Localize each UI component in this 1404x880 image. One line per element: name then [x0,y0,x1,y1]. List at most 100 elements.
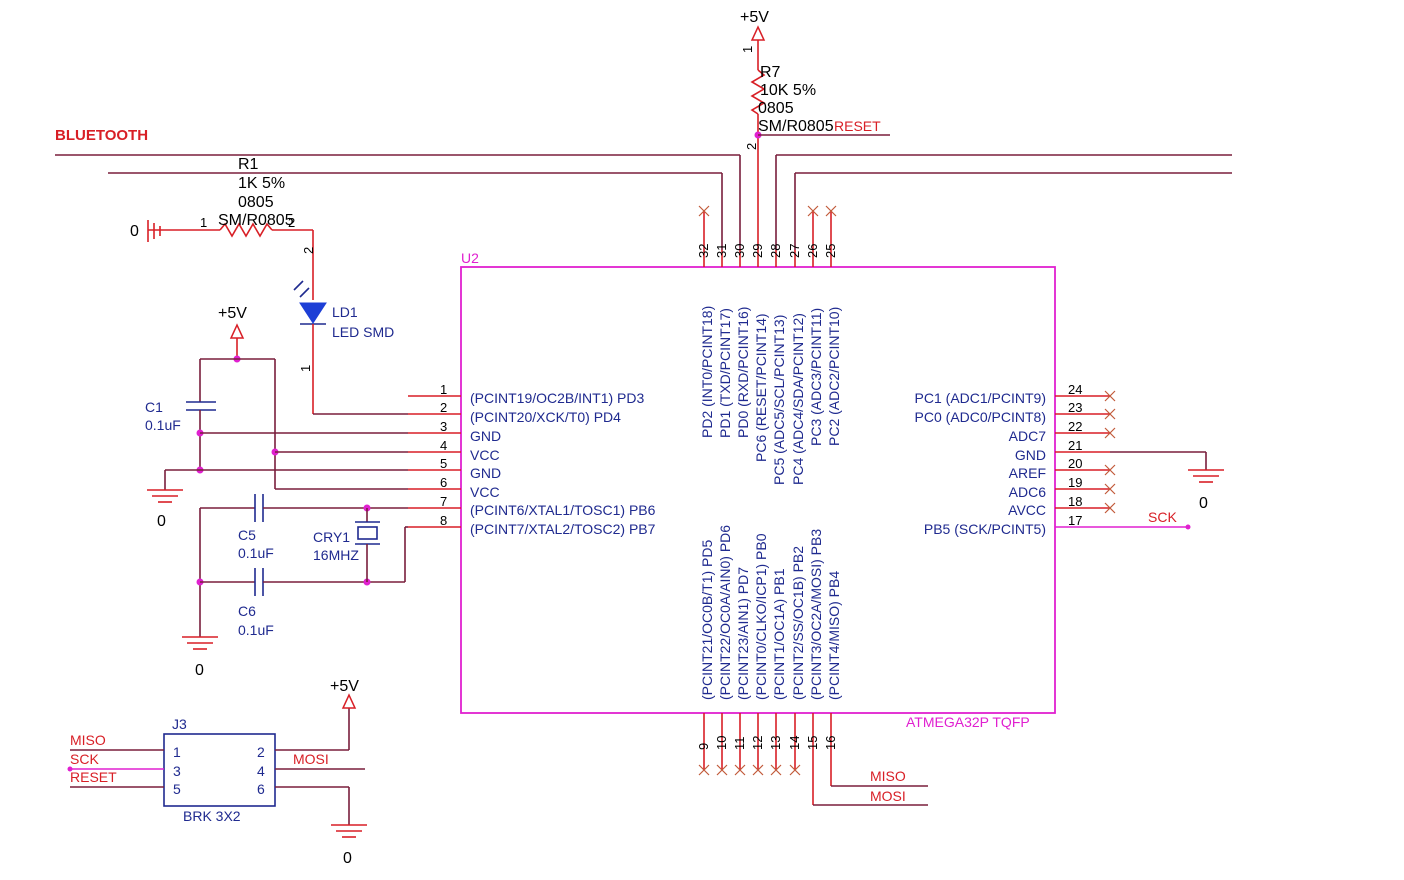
svg-text:3: 3 [173,763,181,779]
svg-text:GND: GND [1015,447,1046,463]
bottom-pin-12: 12(PCINT0/CLKO/ICP1) PB0 [750,533,769,770]
led-pin1: 1 [298,365,313,372]
bottom-pin-15: 15(PCINT3/OC2A/MOSI) PB3 [805,529,824,805]
svg-text:ADC7: ADC7 [1009,428,1047,444]
svg-text:23: 23 [1068,400,1082,415]
svg-text:17: 17 [1068,513,1082,528]
svg-text:PC5 (ADC5/SCL/PCINT13): PC5 (ADC5/SCL/PCINT13) [771,315,787,485]
svg-text:(PCINT19/OC2B/INT1) PD3: (PCINT19/OC2B/INT1) PD3 [470,390,644,406]
mcu-left-pins: 1(PCINT19/OC2B/INT1) PD3 2(PCINT20/XCK/T… [408,382,656,537]
c6-value: 0.1uF [238,622,274,638]
vcc-arrow-j3 [341,693,357,709]
j3-header: J3 BRK 3X2 1 3 5 2 4 6 MISO SCK RESET MO… [67,678,367,867]
mosi-net-label-bottom: MOSI [870,788,906,804]
r7-pin1: 1 [740,46,755,53]
svg-text:32: 32 [696,244,711,258]
r1-pin1: 1 [200,215,207,230]
svg-text:(PCINT23/AIN1) PD7: (PCINT23/AIN1) PD7 [735,567,751,700]
svg-text:4: 4 [440,438,447,453]
svg-text:2: 2 [257,744,265,760]
r7-value: 10K 5% [760,82,816,99]
c1-value: 0.1uF [145,417,181,433]
reset-net-label-top: RESET [834,118,881,134]
mosi-net-label-j3: MOSI [293,751,329,767]
svg-text:VCC: VCC [470,447,500,463]
svg-text:14: 14 [787,736,802,750]
miso-net-label-bottom: MISO [870,768,906,784]
svg-text:25: 25 [823,244,838,258]
svg-text:27: 27 [787,244,802,258]
svg-text:5: 5 [173,781,181,797]
gnd-label-c6: 0 [195,662,204,679]
svg-text:10: 10 [714,736,729,750]
c1-ref: C1 [145,399,163,415]
svg-text:31: 31 [714,244,729,258]
svg-text:(PCINT1/OC1A) PB1: (PCINT1/OC1A) PB1 [771,568,787,700]
svg-text:7: 7 [440,494,447,509]
svg-text:AREF: AREF [1009,465,1046,481]
led-value: LED SMD [332,324,394,340]
svg-text:29: 29 [750,244,765,258]
svg-text:PD2 (INT0/PCINT18): PD2 (INT0/PCINT18) [699,306,715,438]
svg-text:(PCINT4/MISO) PB4: (PCINT4/MISO) PB4 [826,571,842,700]
svg-text:PB5 (SCK/PCINT5): PB5 (SCK/PCINT5) [924,521,1046,537]
crystal-circuit: C5 0.1uF C6 0.1uF 0 CRY1 16MHZ [182,494,408,679]
bottom-pin-11: 11(PCINT23/AIN1) PD7 [732,567,751,770]
svg-text:(PCINT3/OC2A/MOSI) PB3: (PCINT3/OC2A/MOSI) PB3 [808,529,824,700]
svg-text:PC0 (ADC0/PCINT8): PC0 (ADC0/PCINT8) [915,409,1046,425]
led-ref: LD1 [332,304,358,320]
svg-text:18: 18 [1068,494,1082,509]
vcc-label-top: +5V [740,9,769,26]
svg-text:ADC6: ADC6 [1009,484,1047,500]
left-pin-1: 1(PCINT19/OC2B/INT1) PD3 [408,382,644,406]
r1-resistor-symbol [219,222,273,238]
gnd-pin21: 0 [1110,451,1224,512]
schematic-title: BLUETOOTH [55,127,148,144]
svg-text:(PCINT7/XTAL2/TOSC2) PB7: (PCINT7/XTAL2/TOSC2) PB7 [470,521,656,537]
svg-text:PC4 (ADC4/SDA/PCINT12): PC4 (ADC4/SDA/PCINT12) [790,313,806,485]
svg-text:12: 12 [750,736,765,750]
right-noconnect-markers [1104,390,1116,514]
svg-text:(PCINT22/OC0A/AIN0) PD6: (PCINT22/OC0A/AIN0) PD6 [717,525,733,700]
vcc-label-left: +5V [218,305,247,322]
j3-ref: J3 [172,716,187,732]
mcu-bottom-pins: 9(PCINT21/OC0B/T1) PD5 10(PCINT22/OC0A/A… [696,525,928,806]
c1-decoupling: +5V C1 0.1uF 0 [145,305,408,530]
reset-net-label-j3: RESET [70,769,117,785]
led-pin2: 2 [301,247,316,254]
c6-ref: C6 [238,603,256,619]
svg-text:PC1 (ADC1/PCINT9): PC1 (ADC1/PCINT9) [915,390,1046,406]
miso-net-label-j3: MISO [70,732,106,748]
svg-text:28: 28 [768,244,783,258]
svg-text:2: 2 [440,400,447,415]
gnd-label-r1: 0 [130,223,139,240]
led-circuit: 0 1 2 R1 1K 5% 0805 SM/R0805 2 LD1 LED S… [130,156,408,415]
j3-body [163,733,276,807]
svg-text:30: 30 [732,244,747,258]
svg-text:9: 9 [696,743,711,750]
svg-text:PD0 (RXD/PCINT16): PD0 (RXD/PCINT16) [735,307,751,438]
svg-text:1: 1 [173,744,181,760]
bottom-pin-14: 14(PCINT2/SS/OC1B) PB2 [787,546,806,770]
svg-text:19: 19 [1068,475,1082,490]
vcc-arrow-top [750,25,766,41]
svg-text:5: 5 [440,456,447,471]
crystal-body-icon [357,526,378,540]
